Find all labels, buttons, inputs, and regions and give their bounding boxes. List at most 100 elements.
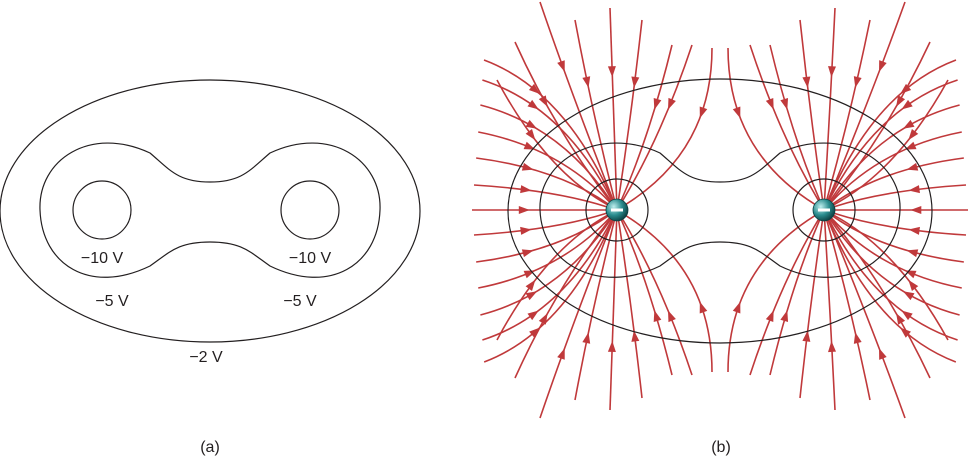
caption-b: (b) — [711, 439, 731, 456]
field-arrow — [908, 279, 919, 291]
field-line — [473, 184, 607, 208]
field-arrow — [653, 98, 662, 110]
field-line — [827, 219, 906, 419]
field-arrow — [896, 95, 906, 107]
field-arrow — [525, 291, 538, 301]
field-arrow — [525, 129, 536, 141]
field-line — [830, 217, 962, 289]
caption-a: (a) — [200, 439, 220, 456]
field-arrow — [732, 301, 741, 314]
field-arrow — [538, 313, 548, 325]
field-arrow — [525, 119, 538, 129]
equipotential-inner-left-b — [585, 178, 649, 242]
field-arrow — [802, 76, 811, 88]
field-arrow — [699, 106, 708, 119]
field-line — [622, 218, 693, 376]
panel-b: (b) — [471, 1, 969, 456]
field-arrow — [631, 330, 640, 342]
field-arrow — [653, 310, 662, 322]
field-line — [799, 220, 824, 399]
field-line — [476, 215, 609, 263]
field-line — [483, 219, 614, 363]
equipotential-middle-b — [539, 142, 901, 278]
field-line — [480, 104, 612, 202]
field-line — [539, 1, 614, 201]
field-arrow — [527, 99, 539, 110]
field-line — [574, 19, 616, 200]
field-arrow — [879, 348, 887, 360]
field-line — [828, 219, 958, 341]
field-line — [625, 47, 713, 205]
field-line — [830, 131, 962, 203]
field-arrow — [906, 249, 919, 258]
field-line — [478, 131, 611, 203]
charge-right — [812, 198, 836, 222]
equipotential-middle — [39, 142, 381, 278]
field-arrow — [906, 162, 919, 171]
field-line — [620, 219, 673, 376]
field-arrow — [668, 310, 676, 323]
field-line — [834, 212, 967, 236]
field-arrow — [518, 206, 530, 214]
field-arrow — [853, 76, 862, 88]
field-line — [833, 79, 949, 206]
field-arrow — [732, 106, 741, 119]
field-line — [622, 44, 693, 202]
field-line — [832, 215, 964, 263]
field-arrow — [631, 76, 640, 88]
field-arrow — [538, 95, 548, 107]
charge-left — [605, 198, 629, 222]
panel-a: −10 V −10 V −5 V −5 V −2 V (a) — [0, 79, 421, 456]
field-arrow — [908, 226, 920, 235]
field-line — [478, 217, 611, 289]
field-line — [827, 219, 957, 363]
field-line — [834, 184, 967, 208]
field-line — [769, 44, 821, 201]
field-line — [833, 214, 949, 341]
field-line — [830, 217, 931, 379]
field-line — [480, 218, 612, 316]
field-arrow — [557, 60, 565, 72]
field-arrow — [668, 97, 676, 110]
field-line — [823, 220, 836, 411]
minus-icon — [818, 208, 830, 212]
field-line — [625, 215, 713, 373]
field-arrow — [607, 66, 616, 78]
field-arrow — [527, 310, 539, 321]
field-line — [514, 41, 611, 202]
field-arrow — [521, 249, 534, 258]
field-arrow — [765, 97, 774, 110]
field-arrow — [523, 141, 536, 150]
field-arrow — [900, 327, 911, 338]
field-arrow — [557, 348, 565, 360]
field-lines — [471, 1, 969, 419]
equipotential-outer — [0, 79, 421, 343]
field-line — [514, 218, 611, 379]
field-line — [482, 79, 613, 201]
field-arrow — [521, 162, 534, 171]
field-line — [727, 215, 816, 373]
field-line — [609, 7, 618, 200]
field-line — [476, 157, 609, 205]
field-arrow — [802, 330, 811, 342]
label-minus-5v-left: −5 V — [95, 293, 129, 310]
field-arrow — [699, 301, 708, 314]
field-arrow — [529, 327, 541, 338]
equipotential-outer-b — [507, 78, 933, 344]
field-arrow — [525, 279, 536, 291]
field-line — [827, 59, 957, 201]
field-arrow — [607, 340, 616, 353]
field-line — [823, 7, 836, 200]
field-line — [609, 220, 618, 411]
field-arrow — [582, 76, 591, 88]
field-line — [826, 19, 871, 200]
field-arrow — [853, 332, 862, 344]
field-arrow — [828, 340, 837, 353]
field-arrow — [901, 310, 913, 321]
field-arrow — [520, 185, 532, 194]
field-arrow — [520, 226, 532, 235]
field-arrow — [910, 206, 922, 214]
field-line — [617, 220, 643, 399]
